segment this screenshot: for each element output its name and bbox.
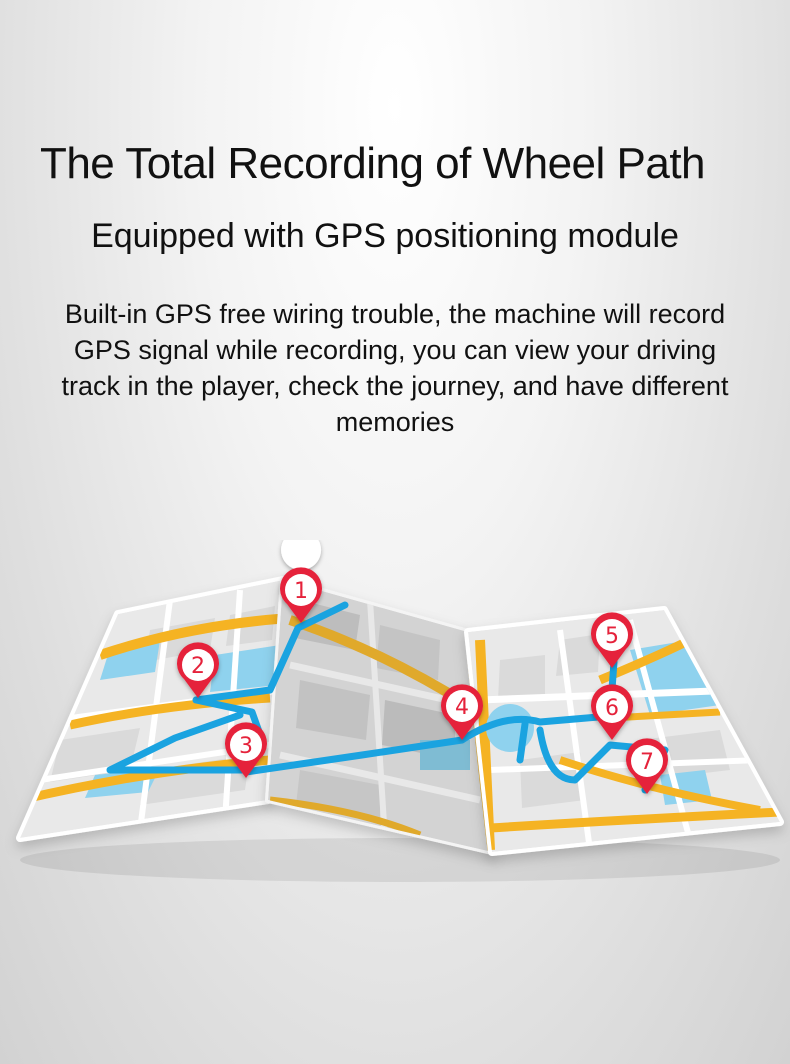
gps-route-map-illustration: 1 2 3 4 5 6 7	[0, 540, 790, 900]
marker-4: 4	[441, 684, 483, 740]
marker-7: 7	[626, 738, 668, 794]
marker-7-label: 7	[640, 750, 654, 775]
marker-6: 6	[591, 684, 633, 740]
marker-1: 1	[280, 540, 323, 623]
marker-5: 5	[591, 612, 633, 668]
marker-2-label: 2	[191, 654, 205, 679]
map-panel-right-content	[468, 610, 780, 852]
marker-3: 3	[225, 722, 267, 778]
marker-3-label: 3	[239, 734, 253, 759]
marker-5-label: 5	[605, 624, 619, 649]
subheadline: Equipped with GPS positioning module	[91, 217, 679, 255]
marker-4-label: 4	[455, 695, 469, 720]
gps-description: Built-in GPS free wiring trouble, the ma…	[61, 299, 729, 437]
marker-2: 2	[177, 642, 220, 698]
map-shadow	[20, 838, 780, 882]
headline: The Total Recording of Wheel Path	[39, 139, 706, 188]
marker-6-label: 6	[605, 696, 619, 721]
folded-map: 1 2 3 4 5 6 7	[16, 540, 784, 882]
marker-1-label: 1	[294, 579, 308, 604]
gps-route	[106, 601, 669, 794]
